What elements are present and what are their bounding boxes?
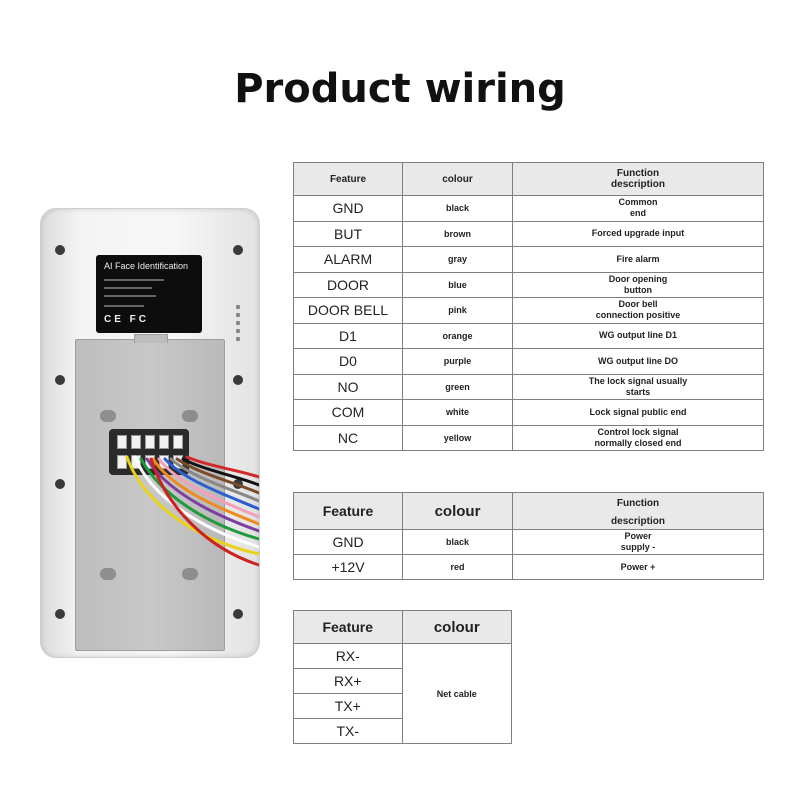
signal-wiring-table: Feature colour Function description GND … xyxy=(293,162,764,451)
product-label: AI Face Identification CE FC xyxy=(96,255,202,333)
header-feature: Feature xyxy=(293,162,403,196)
feature-cell: ALARM xyxy=(293,246,403,273)
table-row: RX+ xyxy=(293,668,512,694)
colour-cell: gray xyxy=(402,246,513,273)
header-colour: colour xyxy=(402,492,513,530)
mounting-slot xyxy=(182,410,198,422)
device-image: AI Face Identification CE FC xyxy=(40,208,260,658)
table-header-row: Feature colour Function description xyxy=(293,492,764,530)
function-cell: Control lock signal normally closed end xyxy=(512,424,764,451)
table-row: D1 orange WG output line D1 xyxy=(293,322,764,349)
network-wiring-table: Feature colour RX- Net cable RX+ TX+ TX- xyxy=(293,610,513,744)
screw xyxy=(233,375,243,385)
feature-cell: D0 xyxy=(293,348,403,375)
colour-cell: black xyxy=(402,529,513,555)
table-row: COM white Lock signal public end xyxy=(293,399,764,426)
screw xyxy=(55,375,65,385)
header-colour: colour xyxy=(401,610,513,644)
screw xyxy=(233,245,243,255)
table-row: NC yellow Control lock signal normally c… xyxy=(293,424,764,451)
colour-cell: Net cable xyxy=(401,643,513,744)
function-cell: Common end xyxy=(512,195,764,222)
colour-cell: black xyxy=(402,195,513,222)
header-colour: colour xyxy=(402,162,513,196)
feature-cell: NO xyxy=(293,373,403,400)
table-row: +12V red Power + xyxy=(293,554,764,580)
colour-cell: pink xyxy=(402,297,513,324)
table-row: GND black Power supply - xyxy=(293,529,764,555)
table-row: DOOR BELL pink Door bell connection posi… xyxy=(293,297,764,324)
screw xyxy=(233,609,243,619)
feature-cell: BUT xyxy=(293,220,403,247)
colour-cell: purple xyxy=(402,348,513,375)
feature-cell: TX+ xyxy=(293,693,403,719)
certification-marks: CE FC xyxy=(104,314,149,325)
feature-cell: GND xyxy=(293,195,403,222)
screw xyxy=(55,479,65,489)
colour-cell: brown xyxy=(402,220,513,247)
function-cell: Power + xyxy=(512,554,764,580)
feature-cell: NC xyxy=(293,424,403,451)
function-cell: Forced upgrade input xyxy=(512,220,764,247)
function-cell: Door bell connection positive xyxy=(512,297,764,324)
colour-cell: white xyxy=(402,399,513,426)
colour-cell: green xyxy=(402,373,513,400)
indicator-led xyxy=(236,337,240,341)
feature-cell: COM xyxy=(293,399,403,426)
indicator-led xyxy=(236,329,240,333)
feature-cell: D1 xyxy=(293,322,403,349)
page-title: Product wiring xyxy=(234,66,566,112)
function-cell: Door opening button xyxy=(512,271,764,298)
wire-bundle xyxy=(125,455,259,567)
mounting-slot xyxy=(182,568,198,580)
header-feature: Feature xyxy=(293,492,403,530)
colour-cell: blue xyxy=(402,271,513,298)
function-cell: WG output line D1 xyxy=(512,322,764,349)
function-cell: Fire alarm xyxy=(512,246,764,273)
header-function: Function description xyxy=(512,492,764,530)
header-function: Function description xyxy=(512,162,764,196)
function-cell: Power supply - xyxy=(512,529,764,555)
table-header-row: Feature colour xyxy=(293,610,513,644)
function-cell: WG output line DO xyxy=(512,348,764,375)
feature-cell: DOOR xyxy=(293,271,403,298)
feature-cell: TX- xyxy=(293,718,403,744)
feature-cell: GND xyxy=(293,529,403,555)
screw xyxy=(55,245,65,255)
feature-cell: +12V xyxy=(293,554,403,580)
table-row: ALARM gray Fire alarm xyxy=(293,246,764,273)
table-row: NO green The lock signal usually starts xyxy=(293,373,764,400)
table-row: BUT brown Forced upgrade input xyxy=(293,220,764,247)
mounting-plate xyxy=(75,334,225,651)
mounting-slot xyxy=(100,568,116,580)
table-row: GND black Common end xyxy=(293,195,764,222)
colour-cell: yellow xyxy=(402,424,513,451)
header-feature: Feature xyxy=(293,610,403,644)
feature-cell: RX+ xyxy=(293,668,403,694)
table-row: DOOR blue Door opening button xyxy=(293,271,764,298)
table-row: D0 purple WG output line DO xyxy=(293,348,764,375)
table-row: TX- xyxy=(293,718,512,744)
function-cell: The lock signal usually starts xyxy=(512,373,764,400)
indicator-led xyxy=(236,313,240,317)
colour-cell: orange xyxy=(402,322,513,349)
feature-cell: RX- xyxy=(293,643,403,669)
power-wiring-table: Feature colour Function description GND … xyxy=(293,492,764,580)
feature-cell: DOOR BELL xyxy=(293,297,403,324)
product-label-title: AI Face Identification xyxy=(104,261,189,271)
screw xyxy=(55,609,65,619)
function-cell: Lock signal public end xyxy=(512,399,764,426)
indicator-led xyxy=(236,305,240,309)
mounting-slot xyxy=(100,410,116,422)
table-row: RX- Net cable xyxy=(293,643,513,744)
colour-cell: red xyxy=(402,554,513,580)
table-header-row: Feature colour Function description xyxy=(293,162,764,196)
indicator-led xyxy=(236,321,240,325)
